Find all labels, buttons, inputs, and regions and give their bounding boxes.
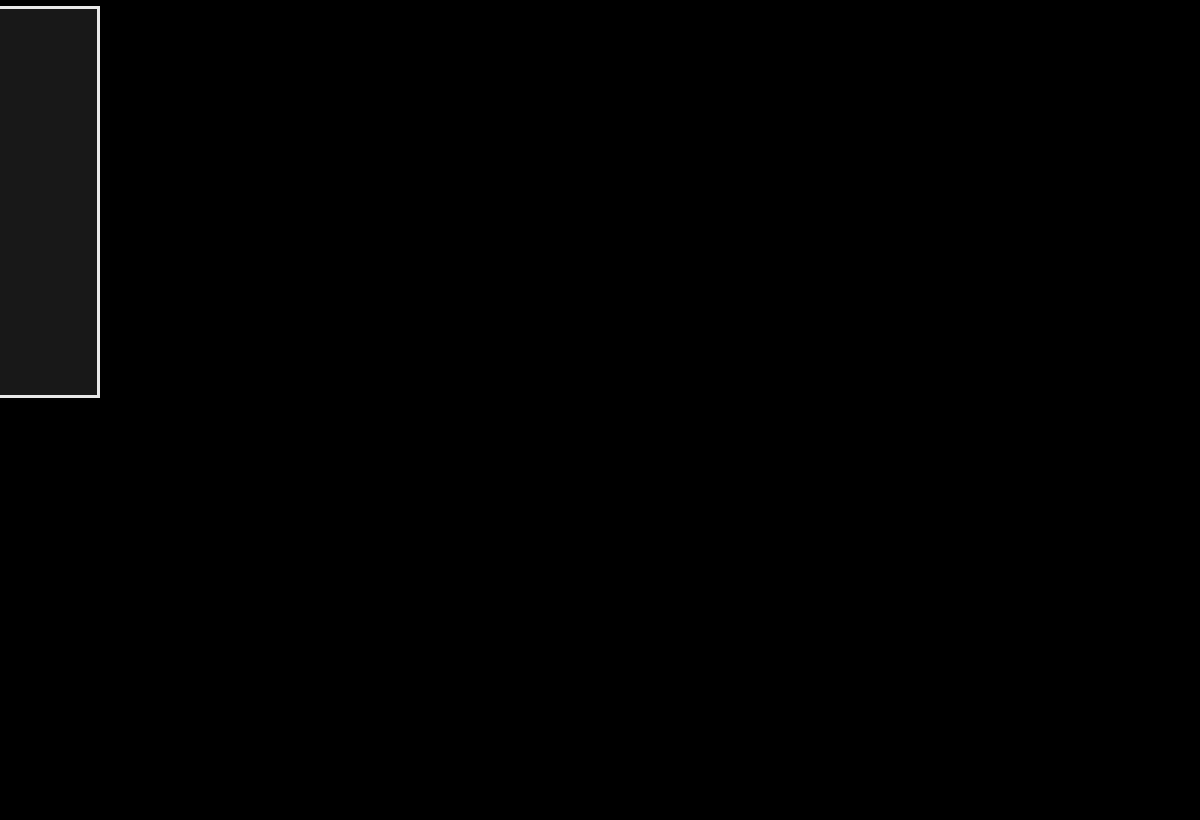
cargo-elevator-extract bbox=[408, 744, 438, 748]
legend-panel bbox=[0, 6, 100, 398]
level-title bbox=[25, 448, 33, 490]
